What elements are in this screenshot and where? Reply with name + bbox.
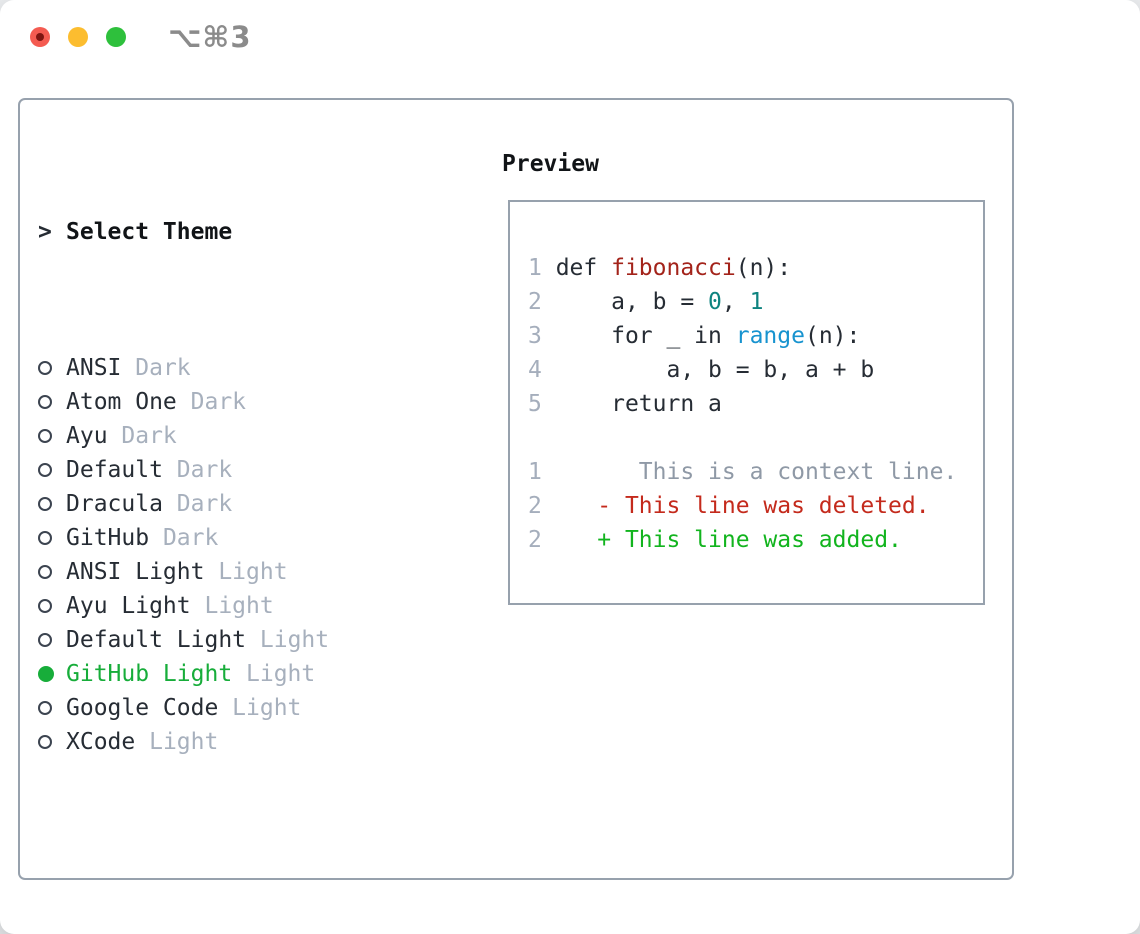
diff-line: 1 This is a context line. (528, 459, 958, 485)
theme-item[interactable]: Ayu Light Light (38, 589, 426, 623)
select-theme-label: Select Theme (66, 219, 233, 245)
theme-variant-label: Light (218, 559, 288, 585)
theme-item[interactable]: Google Code Light (38, 691, 426, 725)
select-theme-header: > Select Theme (38, 215, 426, 249)
theme-variant-label: Light (246, 661, 316, 687)
theme-variant-label: Light (232, 695, 302, 721)
preview-label: Preview (502, 151, 599, 177)
radio-icon[interactable] (38, 361, 66, 375)
radio-icon[interactable] (38, 701, 66, 715)
option-name: Ayu (66, 423, 122, 449)
prompt-icon: > (38, 219, 52, 245)
theme-variant-label: Light (149, 729, 219, 755)
theme-item[interactable]: GitHub Dark (38, 521, 426, 555)
theme-variant-label: Light (204, 593, 274, 619)
radio-icon[interactable] (38, 735, 66, 749)
option-name: Default (66, 457, 177, 483)
theme-item[interactable]: Ayu Dark (38, 419, 426, 453)
option-name: Default Light (66, 627, 260, 653)
window-title: ⌥⌘3 (168, 20, 252, 54)
diff-line: 2 - This line was deleted. (528, 493, 930, 519)
radio-icon[interactable] (38, 429, 66, 443)
theme-item[interactable]: Default Light Light (38, 623, 426, 657)
option-name: Atom One (66, 389, 191, 415)
code-line: 3 for _ in range(n): (528, 323, 861, 349)
preview-box: 1 def fibonacci(n): 2 a, b = 0, 1 3 for _ … (508, 200, 985, 605)
option-name: Google Code (66, 695, 233, 721)
radio-circle (38, 361, 52, 375)
radio-icon[interactable] (38, 463, 66, 477)
theme-variant-label: Dark (176, 491, 233, 517)
radio-icon[interactable] (38, 633, 66, 647)
theme-variant-label: Dark (162, 525, 219, 551)
radio-circle (38, 565, 52, 579)
close-button-icon[interactable] (30, 27, 50, 47)
minimize-button-icon[interactable] (68, 27, 88, 47)
radio-circle (38, 429, 52, 443)
radio-circle (38, 633, 52, 647)
radio-circle (38, 463, 52, 477)
radio-circle (38, 599, 52, 613)
theme-variant-label: Dark (176, 457, 233, 483)
spacer (38, 861, 426, 895)
theme-variant-label: Dark (135, 355, 191, 381)
theme-item[interactable]: GitHub Light Light (38, 657, 426, 691)
radio-circle (38, 497, 52, 511)
option-name: ANSI Light (66, 559, 219, 585)
radio-icon[interactable] (38, 395, 66, 409)
theme-variant-label: Light (259, 627, 330, 653)
theme-variant-label: Dark (190, 389, 247, 415)
option-name: GitHub Light (66, 661, 247, 687)
radio-circle (38, 395, 52, 409)
diff-preview: 1 This is a context line. 2 - This line w… (528, 455, 983, 557)
theme-item[interactable]: Atom One Dark (38, 385, 426, 419)
theme-item[interactable]: XCode Light (38, 725, 426, 759)
code-line: 2 a, b = 0, 1 (528, 289, 764, 315)
code-line: 1 def fibonacci(n): (528, 255, 792, 281)
radio-circle (38, 701, 52, 715)
zoom-button-icon[interactable] (106, 27, 126, 47)
radio-circle (38, 531, 52, 545)
radio-icon[interactable] (38, 497, 66, 511)
option-name: ANSI (66, 355, 136, 381)
option-name: Dracula (66, 491, 177, 517)
theme-item[interactable]: ANSI Dark (38, 351, 426, 385)
titlebar: ⌥⌘3 (0, 0, 1140, 76)
radio-icon[interactable] (38, 565, 66, 579)
radio-circle (38, 735, 52, 749)
radio-icon[interactable] (38, 531, 66, 545)
radio-circle (38, 666, 54, 682)
option-name: Ayu Light (66, 593, 205, 619)
option-name: GitHub (66, 525, 163, 551)
theme-variant-label: Dark (121, 423, 177, 449)
theme-item[interactable]: ANSI Light Light (38, 555, 426, 589)
radio-icon[interactable] (38, 599, 66, 613)
diff-line: 2 + This line was added. (528, 527, 902, 553)
code-line: 5 return a (528, 391, 722, 417)
theme-item[interactable]: Dracula Dark (38, 487, 426, 521)
option-name: XCode (66, 729, 150, 755)
radio-selected-icon[interactable] (38, 666, 66, 682)
code-line: 4 a, b = b, a + b (528, 357, 875, 383)
theme-item[interactable]: Default Dark (38, 453, 426, 487)
code-preview: 1 def fibonacci(n): 2 a, b = 0, 1 3 for _ … (528, 251, 983, 421)
